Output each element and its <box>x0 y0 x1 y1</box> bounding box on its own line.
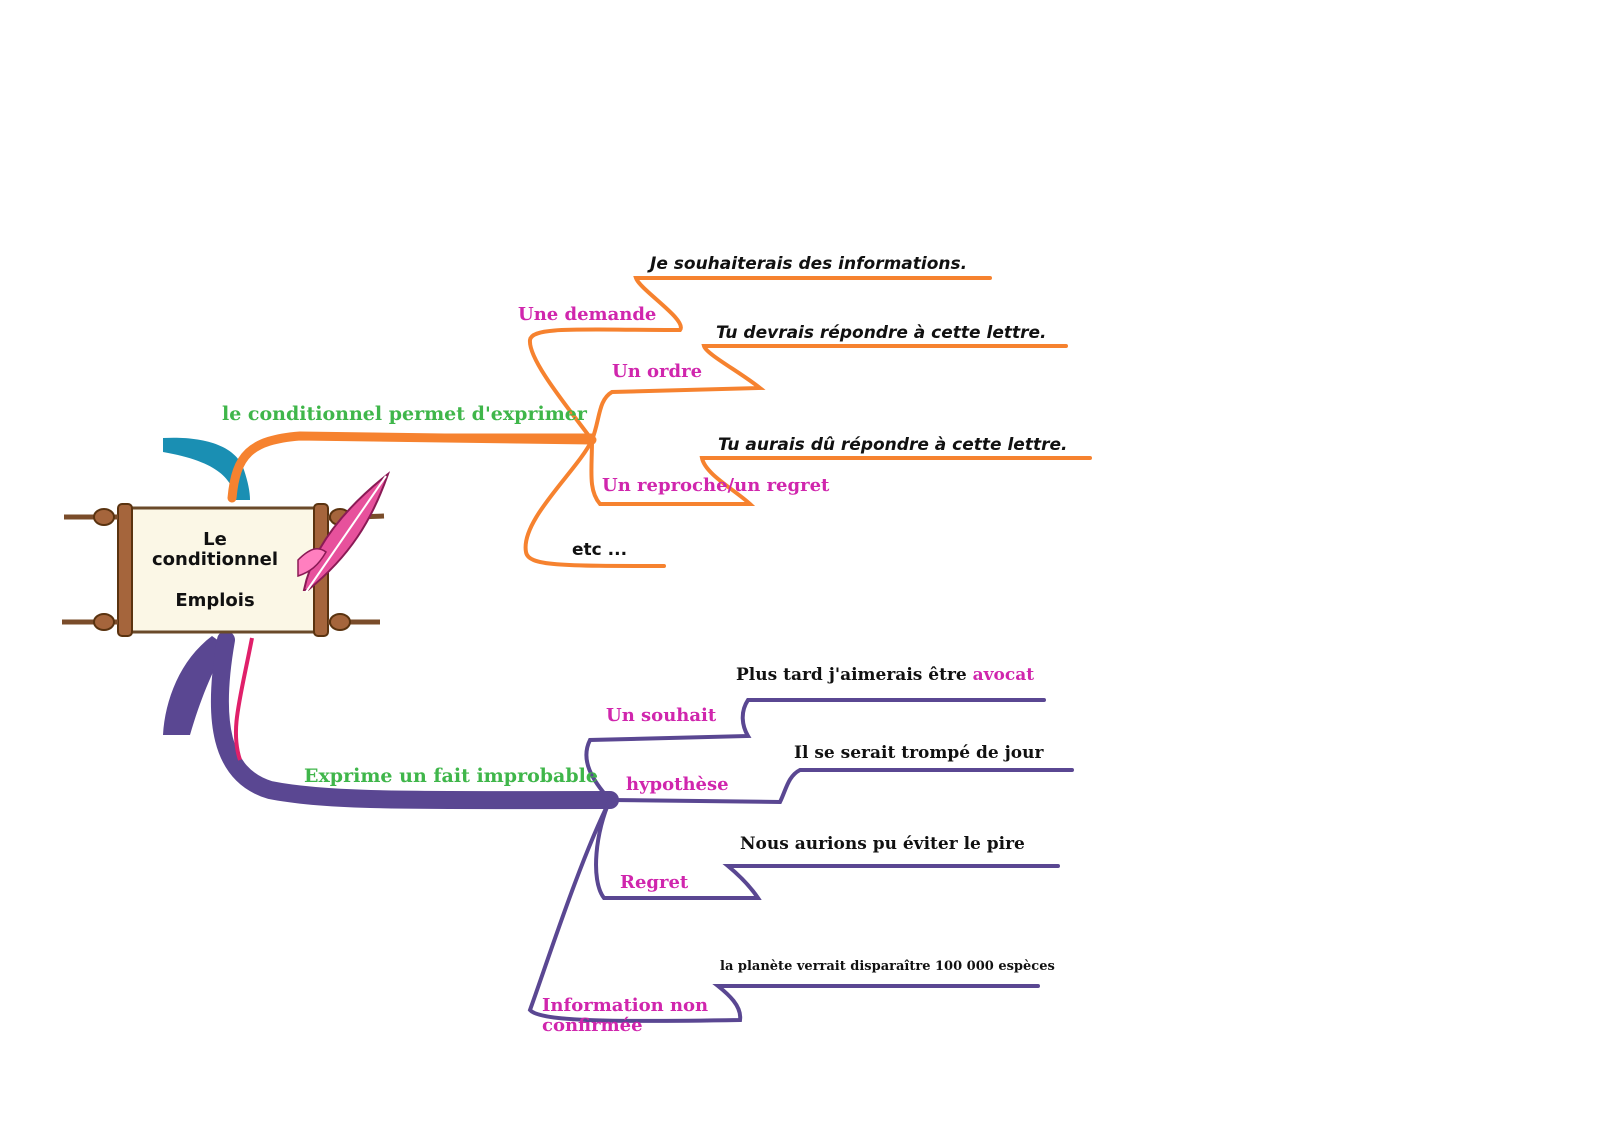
node-hypothese: hypothèse <box>626 774 729 795</box>
teal-root-branch <box>163 437 250 500</box>
example-hypothese: Il se serait trompé de jour <box>794 743 1044 763</box>
node-un-souhait: Un souhait <box>606 705 717 726</box>
node-regret: Regret <box>620 872 689 893</box>
example-information: la planète verrait disparaître 100 000 e… <box>720 959 1055 974</box>
purple-branch-regret <box>594 798 1060 900</box>
purple-root-branch <box>163 636 226 735</box>
example-demande: Je souhaiterais des informations. <box>650 254 968 274</box>
node-etc: etc ... <box>572 540 628 560</box>
center-title-line1: Le <box>203 529 227 550</box>
node-un-reproche: Un reproche/un regret <box>602 475 830 496</box>
purple-branch-hypothese <box>608 768 1074 805</box>
node-information: Information non confirmée <box>542 995 709 1036</box>
example-reproche: Tu aurais dû répondre à cette lettre. <box>718 435 1068 455</box>
orange-branch-demande <box>527 276 992 442</box>
center-title-line2: conditionnel <box>151 549 279 570</box>
example-regret: Nous aurions pu éviter le pire <box>740 834 1025 854</box>
purple-branch-souhait <box>584 698 1046 802</box>
orange-branch-reproche <box>589 438 1092 506</box>
example-ordre: Tu devrais répondre à cette lettre. <box>716 323 1047 343</box>
orange-branch-etc <box>523 438 666 568</box>
example-souhait: Plus tard j'aimerais être avocat <box>736 667 1034 684</box>
purple-branch-information <box>527 798 1040 1023</box>
example-souhait-text: Plus tard j'aimerais être <box>736 665 973 685</box>
quill-icon <box>297 471 391 593</box>
branch-bottom-label: Exprime un fait improbable <box>304 765 598 787</box>
node-une-demande: Une demande <box>518 304 657 325</box>
branch-top-label: le conditionnel permet d'exprimer <box>222 403 587 425</box>
node-un-ordre: Un ordre <box>612 361 703 382</box>
center-title-line3: Emplois <box>175 590 255 611</box>
purple-trunk <box>210 631 619 810</box>
orange-trunk <box>227 431 597 503</box>
example-souhait-highlight: avocat <box>972 665 1035 685</box>
orange-branch-ordre <box>590 344 1068 442</box>
